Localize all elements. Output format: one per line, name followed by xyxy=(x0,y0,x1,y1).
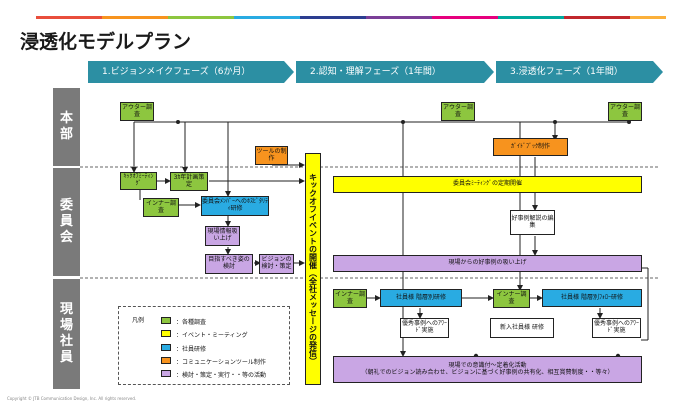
row-label-char: 委 xyxy=(59,197,73,213)
stripe-segment xyxy=(366,16,432,19)
stripe-segment xyxy=(564,16,630,19)
new-hire-training-box: 新入社員様 研修 xyxy=(490,318,554,338)
inner-survey-box: インナー調査 xyxy=(493,289,530,308)
phase-1-arrow xyxy=(284,61,294,83)
legend-label: ：社員研修 xyxy=(176,346,207,353)
page-title: 浸透化モデルプラン xyxy=(20,31,192,53)
copyright: Copyright © JTB Communication Design, In… xyxy=(7,396,137,401)
phase-2: 2.認知・理解フェーズ（1年間） xyxy=(296,61,484,83)
field-info-box: 現場情報吸い上げ xyxy=(205,226,240,246)
row-label-char: 会 xyxy=(59,230,73,246)
legend-swatch xyxy=(161,370,171,377)
stripe-segment xyxy=(498,16,564,19)
good-case-edit-box: 好事例解説の編集 xyxy=(510,210,555,235)
row-label-char: 員 xyxy=(59,213,73,229)
field-activity-line: （朝礼でのビジョン読み合わせ、ビジョンに基づく好事例の共有化、相互賞賛制度・・等… xyxy=(361,368,614,376)
vision-study-box: ビジョンの検討・策定 xyxy=(259,254,294,274)
row-label-char: 本 xyxy=(59,110,73,126)
row-label-honbu: 本 部 xyxy=(53,88,80,166)
phase-3: 3.浸透化フェーズ（1年間） xyxy=(496,61,653,83)
stripe-segment xyxy=(300,16,366,19)
row-label-genba: 現 場 社 員 xyxy=(53,279,80,389)
phase-3-arrow xyxy=(653,61,663,83)
stripe-segment xyxy=(630,16,666,19)
tool-production-box: ツールの制作 xyxy=(255,146,288,165)
legend-swatch xyxy=(161,317,171,324)
field-activity-line: 現場での意識付～定着化活動 xyxy=(448,361,527,369)
regular-meeting-box: 委員会ﾐｰﾃｨﾝｸﾞの定期開催 xyxy=(333,176,642,193)
inner-survey-box: インナー調査 xyxy=(143,198,179,217)
kickoff-event-box: キックオフイベントの開催（全社メッセージの発信） xyxy=(305,153,321,385)
hospitality-training-box: 委員会ﾒﾝﾊﾞｰへのﾎｽﾋﾟﾀﾘﾃｨ研修 xyxy=(201,196,269,216)
tiered-training-box: 社員様 階層別研修 xyxy=(380,289,462,307)
award-box: 優秀事例へのｱﾜｰﾄﾞ実施 xyxy=(400,318,449,338)
outer-survey-box: アウター調査 xyxy=(120,102,154,121)
row-label-char: 社 xyxy=(59,334,73,349)
row-label-char: 場 xyxy=(59,317,73,333)
inner-survey-box: インナー調査 xyxy=(333,289,367,308)
three-year-plan-box: 3ｶ年計画策定 xyxy=(170,172,208,191)
legend-swatch xyxy=(161,344,171,351)
row-label-char: 部 xyxy=(59,127,73,142)
guidebook-box: ｶﾞｲﾄﾞﾌﾞｯｸ制作 xyxy=(493,138,568,156)
legend-label: ：コミュニケーションツール制作 xyxy=(176,359,266,366)
legend-title: 凡例 xyxy=(132,317,145,324)
stripe-segment xyxy=(102,16,168,19)
phase-1: 1.ビジョンメイクフェーズ（6か月） xyxy=(88,61,284,83)
legend-label: ：イベント・ミーティング xyxy=(176,332,248,339)
legend: 凡例 ：各種調査 ：イベント・ミーティング ：社員研修 ：コミュニケーションツー… xyxy=(118,306,290,385)
legend-label: ：各種調査 xyxy=(176,319,207,326)
stripe-segment xyxy=(168,16,234,19)
award-box: 優秀事例へのｱﾜｰﾄﾞ実施 xyxy=(592,318,641,338)
field-activity-box: 現場での意識付～定着化活動 （朝礼でのビジョン読み合わせ、ビジョンに基づく好事例… xyxy=(333,356,642,383)
row-label-char: 現 xyxy=(59,301,73,317)
legend-label: ：検討・策定・実行・・等の活動 xyxy=(176,372,267,379)
legend-swatch xyxy=(161,357,171,364)
kickoff-meeting-box: ｷｯｸｵﾌﾐｰﾃｨﾝｸﾞ xyxy=(120,172,157,190)
stripe-segment xyxy=(234,16,300,19)
row-label-iinkai: 委 員 会 xyxy=(53,168,80,276)
goal-study-box: 目指すべき姿の検討 xyxy=(205,254,253,274)
phase-2-arrow xyxy=(484,61,494,83)
stripe-segment xyxy=(432,16,498,19)
collect-good-cases-box: 現場からの好事例の吸い上げ xyxy=(333,255,642,272)
tiered-followup-training-box: 社員様 階層別ﾌｫﾛｰ研修 xyxy=(542,289,642,307)
stripe-segment xyxy=(36,16,102,19)
outer-survey-box: アウター調査 xyxy=(608,102,642,121)
row-label-char: 員 xyxy=(59,350,73,366)
legend-swatch xyxy=(161,330,171,337)
outer-survey-box: アウター調査 xyxy=(441,102,475,121)
